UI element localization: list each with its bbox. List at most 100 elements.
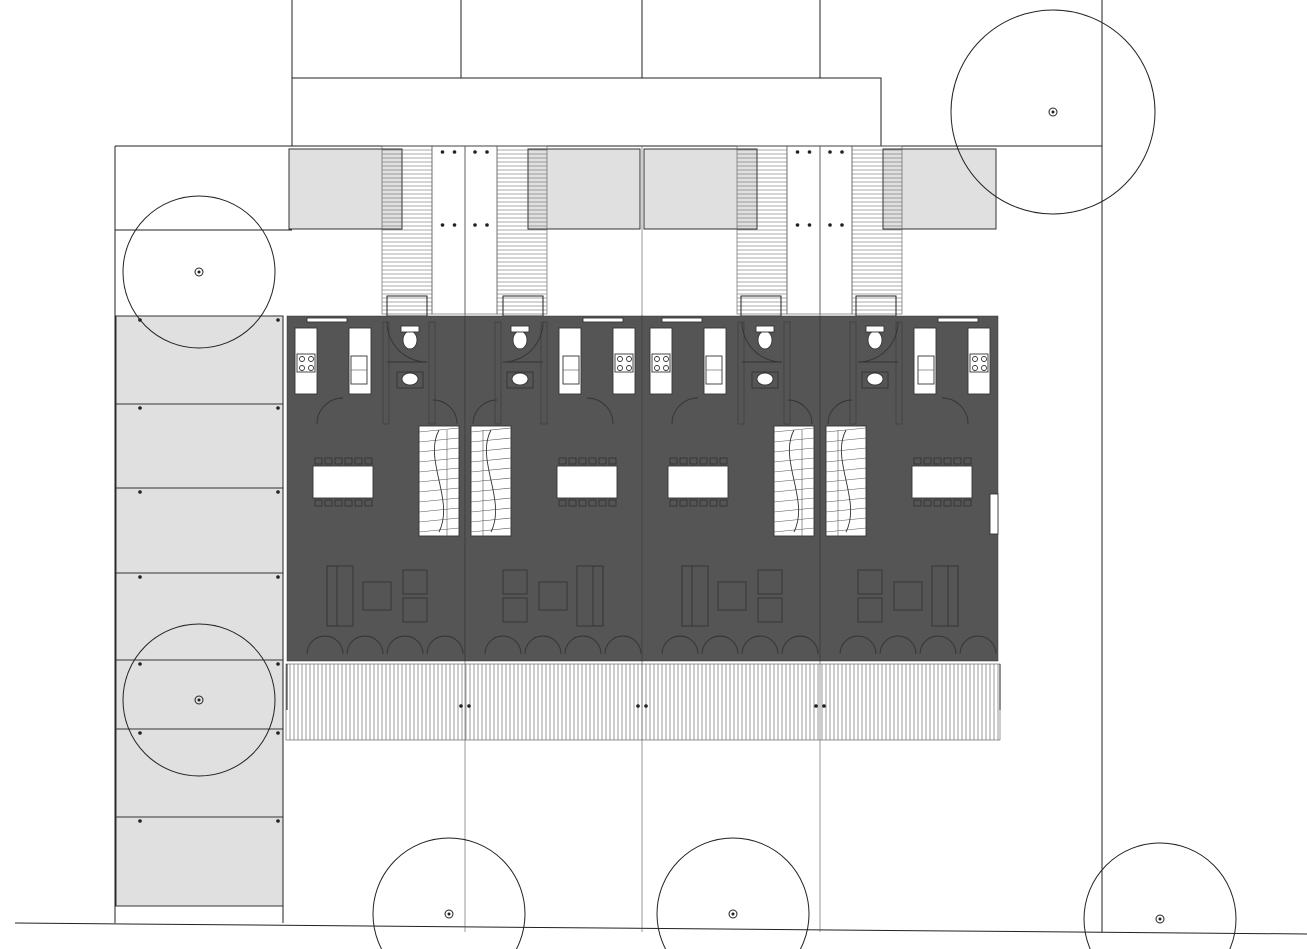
partition-wall bbox=[783, 321, 791, 425]
dining-chair bbox=[314, 457, 323, 465]
winding-stair-icon bbox=[773, 425, 815, 537]
bollard-dot bbox=[828, 150, 832, 154]
sofa-back bbox=[681, 565, 693, 627]
dining-chair bbox=[558, 499, 567, 507]
dining-chair bbox=[578, 499, 587, 507]
house-unit-2 bbox=[464, 315, 644, 662]
stove-icon bbox=[651, 353, 671, 373]
bollard-dot bbox=[644, 704, 648, 708]
stair-tread bbox=[470, 527, 512, 533]
tree-trunk bbox=[1155, 914, 1165, 924]
parking-bay bbox=[115, 487, 284, 574]
vanity bbox=[861, 371, 889, 389]
dining-chair bbox=[598, 499, 607, 507]
bollard-dot bbox=[473, 150, 477, 154]
toilet-cistern bbox=[755, 325, 775, 333]
door-swing-icon bbox=[502, 321, 544, 363]
tree-canopy-icon bbox=[1083, 842, 1237, 949]
living-zone bbox=[292, 423, 460, 657]
bollard-dot bbox=[138, 731, 142, 735]
dining-chair bbox=[608, 499, 617, 507]
stair-tread bbox=[470, 437, 512, 443]
stair-tread bbox=[825, 487, 867, 493]
dining-chair bbox=[953, 499, 962, 507]
garden-pad bbox=[643, 148, 758, 230]
stair-tread bbox=[773, 487, 815, 493]
tree-canopy bbox=[656, 837, 810, 949]
stove-burner bbox=[981, 365, 987, 371]
trees bbox=[122, 9, 1237, 949]
window bbox=[661, 317, 703, 323]
door-swing-icon bbox=[524, 635, 562, 655]
side-door bbox=[989, 493, 999, 535]
door-swing-icon bbox=[472, 399, 498, 425]
tree-canopy-icon bbox=[950, 9, 1156, 215]
door-swing-icon bbox=[432, 399, 458, 425]
dining-chair bbox=[344, 457, 353, 465]
tree-trunk bbox=[194, 695, 204, 705]
tree-trunk bbox=[194, 267, 204, 277]
dining-chair bbox=[314, 499, 323, 507]
bollard-dot bbox=[440, 150, 445, 154]
door-swing-icon bbox=[316, 397, 344, 425]
bollard-dot bbox=[276, 406, 280, 410]
partition-wall bbox=[494, 321, 502, 425]
dining-chair bbox=[588, 457, 597, 465]
door-swing-icon bbox=[701, 635, 739, 655]
tree-canopy bbox=[950, 9, 1156, 215]
bollard-dot bbox=[636, 704, 640, 708]
tree-trunk bbox=[444, 909, 454, 919]
stair-tread bbox=[825, 517, 867, 523]
toilet-icon bbox=[867, 330, 883, 350]
dining-chair bbox=[719, 499, 728, 507]
dining-chair bbox=[679, 499, 688, 507]
bollard-dot bbox=[459, 704, 463, 708]
door-swing-icon bbox=[857, 321, 899, 363]
stair-tread bbox=[825, 527, 867, 533]
parking-bay bbox=[115, 816, 284, 907]
bollard-dot bbox=[138, 490, 142, 494]
partition-wall bbox=[737, 321, 745, 425]
door-swing-icon bbox=[671, 397, 699, 425]
vanity bbox=[506, 371, 534, 389]
tree-center bbox=[197, 270, 201, 274]
garden-pad bbox=[527, 148, 641, 230]
dining-chair bbox=[719, 457, 728, 465]
stair-tread bbox=[773, 457, 815, 463]
tree-canopy-icon bbox=[122, 623, 276, 777]
stair-tread bbox=[825, 497, 867, 503]
basin-icon bbox=[866, 372, 884, 386]
partition-wall bbox=[540, 321, 548, 425]
armchair bbox=[502, 597, 528, 623]
terrace-decking-edge bbox=[285, 663, 1001, 741]
stove-burner bbox=[981, 356, 987, 362]
door-swing-icon bbox=[787, 399, 813, 425]
bollard-dot bbox=[485, 223, 489, 227]
living-zone bbox=[647, 423, 815, 657]
window bbox=[306, 317, 348, 323]
stair-tread bbox=[418, 447, 460, 453]
parking-bay bbox=[115, 403, 284, 489]
stove-burner bbox=[626, 365, 632, 371]
dining-chair bbox=[598, 457, 607, 465]
tree-trunk bbox=[728, 909, 738, 919]
dining-chair bbox=[709, 499, 718, 507]
bollard-dot bbox=[485, 150, 489, 154]
door-swing-icon bbox=[386, 635, 424, 655]
stair-tread bbox=[418, 487, 460, 493]
stair-tread bbox=[773, 507, 815, 513]
door-swing-icon bbox=[959, 635, 997, 655]
house-unit-3 bbox=[641, 315, 821, 662]
bollard-dot bbox=[807, 223, 812, 227]
path-strip bbox=[786, 145, 821, 315]
bollard-dot bbox=[276, 819, 280, 823]
dining-chair bbox=[943, 499, 952, 507]
stove-burner bbox=[308, 356, 314, 362]
stair-tread bbox=[470, 467, 512, 473]
coffee-table bbox=[717, 581, 747, 611]
dining-chair bbox=[334, 499, 343, 507]
dining-chair bbox=[364, 499, 373, 507]
bollard-dot bbox=[840, 150, 844, 154]
dining-chair bbox=[669, 457, 678, 465]
tree-canopy bbox=[122, 623, 276, 777]
